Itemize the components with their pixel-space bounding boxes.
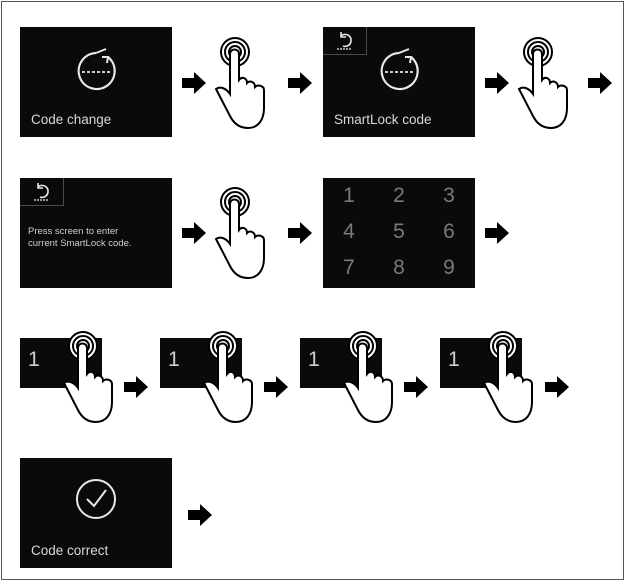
smartlock-code-screen: SmartLock code [323, 27, 475, 137]
entered-digit: 1 [308, 348, 320, 371]
arrow-right-icon [264, 376, 288, 398]
enter-code-message-line-2: current SmartLock code. [28, 238, 132, 249]
keypad-key-8[interactable]: 8 [393, 256, 405, 279]
finger-tap-icon[interactable] [478, 330, 538, 425]
arrow-right-icon [182, 222, 206, 244]
keypad-key-9[interactable]: 9 [443, 256, 455, 279]
keypad-screen: 1 2 3 4 5 6 7 8 9 [323, 178, 475, 288]
arrow-right-icon [404, 376, 428, 398]
code-change-label: Code change [31, 112, 112, 127]
back-arrow-icon [34, 183, 49, 201]
back-button[interactable] [323, 27, 367, 55]
smartlock-code-label: SmartLock code [334, 112, 432, 127]
keypad-key-2[interactable]: 2 [393, 184, 405, 207]
code-change-screen: Code change [20, 27, 172, 137]
keypad-key-1[interactable]: 1 [343, 184, 355, 207]
entered-digit: 1 [28, 348, 40, 371]
finger-tap-icon[interactable] [210, 186, 270, 281]
finger-tap-icon[interactable] [210, 36, 270, 131]
arrow-right-icon [188, 504, 212, 526]
keypad-key-5[interactable]: 5 [393, 220, 405, 243]
lock-timer-icon [380, 48, 419, 91]
arrow-right-icon [485, 72, 509, 94]
arrow-right-icon [288, 72, 312, 94]
code-correct-label: Code correct [31, 543, 109, 558]
enter-code-screen: Press screen to enter current SmartLock … [20, 178, 172, 288]
back-button[interactable] [20, 178, 64, 206]
back-arrow-icon [337, 32, 352, 50]
keypad-key-6[interactable]: 6 [443, 220, 455, 243]
arrow-right-icon [124, 376, 148, 398]
enter-code-message-line-1: Press screen to enter [28, 226, 119, 237]
arrow-right-icon [485, 222, 509, 244]
finger-tap-icon[interactable] [338, 330, 398, 425]
keypad-key-4[interactable]: 4 [343, 220, 355, 243]
keypad-key-3[interactable]: 3 [443, 184, 455, 207]
arrow-right-icon [182, 72, 206, 94]
finger-tap-icon[interactable] [58, 330, 118, 425]
keypad-key-7[interactable]: 7 [343, 256, 355, 279]
checkmark-circle-icon [76, 479, 116, 519]
finger-tap-icon[interactable] [198, 330, 258, 425]
arrow-right-icon [288, 222, 312, 244]
entered-digit: 1 [168, 348, 180, 371]
arrow-right-icon [588, 72, 612, 94]
lock-timer-icon [77, 48, 116, 91]
code-correct-screen: Code correct [20, 458, 172, 568]
finger-tap-icon[interactable] [513, 36, 573, 131]
entered-digit: 1 [448, 348, 460, 371]
arrow-right-icon [545, 376, 569, 398]
enter-code-message: Press screen to enter current SmartLock … [28, 226, 132, 250]
